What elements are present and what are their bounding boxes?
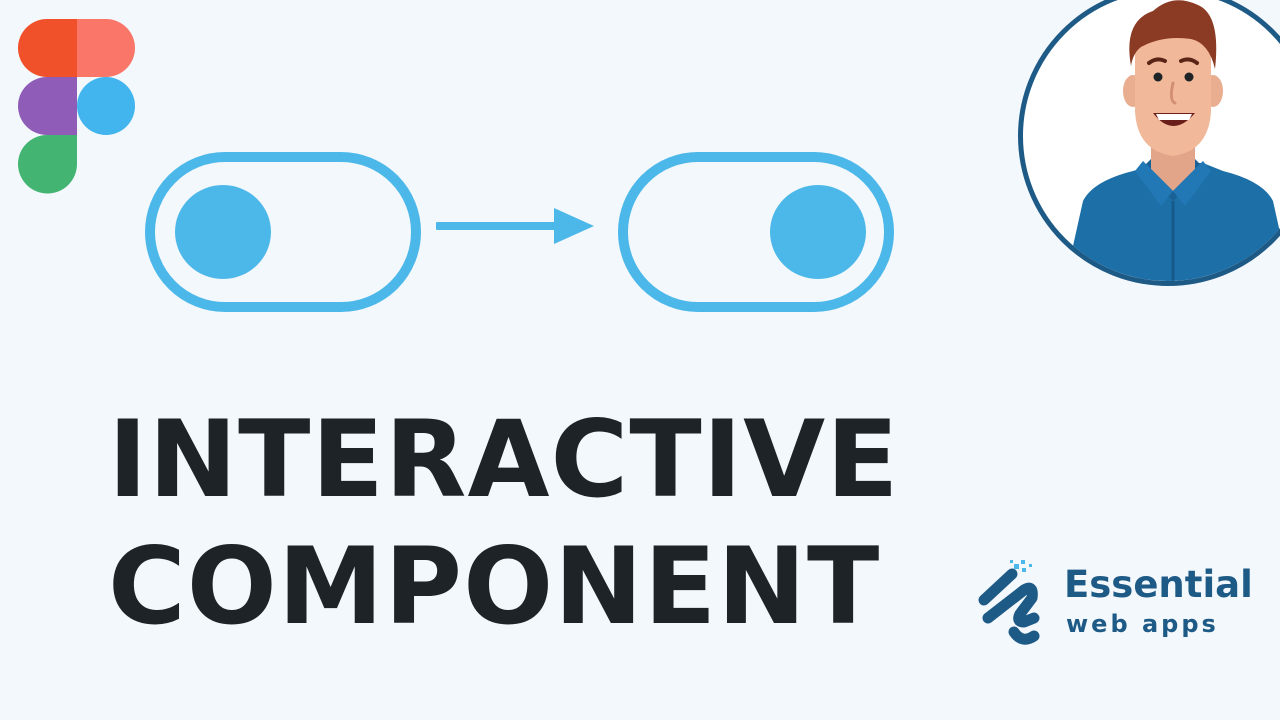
brand-tagline: web apps [1066,610,1219,638]
brand-name: Essential [1064,563,1253,606]
essential-web-apps-logo-icon [978,560,1040,645]
figma-logo-icon [18,19,135,194]
toggle-switch-off [145,152,421,312]
title-line-1: INTERACTIVE [108,398,900,521]
toggle-knob [175,185,271,279]
presenter-illustration [1065,0,1280,281]
presenter-avatar [1018,0,1280,286]
toggle-knob [770,185,866,279]
arrow-right-icon [436,208,594,244]
title-line-2: COMPONENT [108,525,881,648]
toggle-switch-on [618,152,894,312]
